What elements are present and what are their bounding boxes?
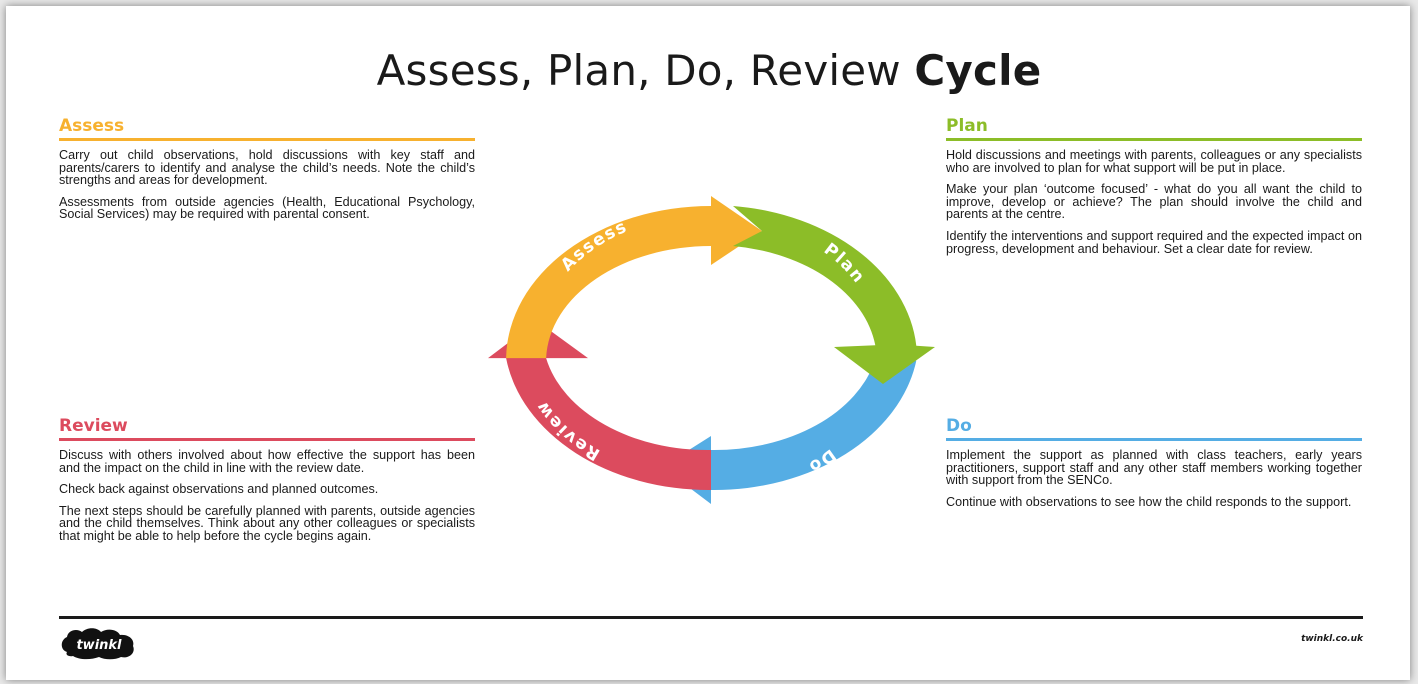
review-paragraph: Check back against observations and plan… <box>59 482 379 497</box>
plan-paragraph: Hold discussions and meetings with paren… <box>946 148 1362 175</box>
review-paragraph: Discuss with others involved about how e… <box>59 448 475 475</box>
plan-arrow <box>733 206 935 384</box>
do-heading: Do <box>946 416 1362 441</box>
review-section: Review Discuss with others involved abou… <box>59 416 475 543</box>
assess-heading: Assess <box>59 116 475 141</box>
twinkl-logo: twinkl <box>61 628 134 660</box>
poster-sheet <box>6 6 1410 680</box>
plan-heading: Plan <box>946 116 1362 141</box>
footer-divider <box>59 616 1363 619</box>
do-section: Do Implement the support as planned with… <box>946 416 1362 508</box>
website-url: twinkl.co.uk <box>1301 634 1363 644</box>
title-regular: Assess, Plan, Do, Review <box>376 46 901 95</box>
title-bold: Cycle <box>914 46 1042 95</box>
assess-paragraph: Assessments from outside agencies (Healt… <box>59 194 475 222</box>
do-paragraph: Implement the support as planned with cl… <box>946 448 1362 488</box>
plan-section: Plan Hold discussions and meetings with … <box>946 116 1362 255</box>
review-heading: Review <box>59 416 475 441</box>
page-title: Assess, Plan, Do, Review Cycle <box>0 46 1418 95</box>
assess-arrow <box>506 196 762 359</box>
plan-paragraph: Identify the interventions and support r… <box>946 228 1362 256</box>
logo-text: twinkl <box>76 638 122 653</box>
review-arrow <box>488 321 711 491</box>
assess-paragraph: Carry out child observations, hold discu… <box>59 148 475 188</box>
cycle-diagram: Assess Plan Do Review <box>488 196 935 504</box>
assess-section: Assess Carry out child observations, hol… <box>59 116 475 221</box>
review-paragraph: The next steps should be carefully plann… <box>59 503 475 543</box>
do-paragraph: Continue with observations to see how th… <box>946 494 1352 509</box>
do-arrow <box>662 359 917 504</box>
plan-paragraph: Make your plan ‘outcome focused’ - what … <box>946 182 1362 222</box>
